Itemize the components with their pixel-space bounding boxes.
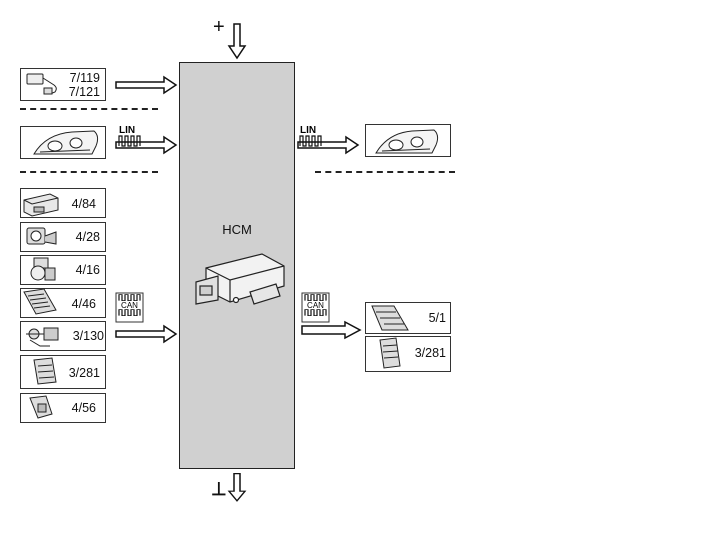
lin-bus-icon: LIN	[299, 125, 322, 147]
divider-left-2	[20, 171, 158, 173]
can-module-code: 4/28	[75, 230, 100, 244]
can-bus-label: CAN	[121, 301, 138, 310]
ground-arrow-icon	[228, 472, 246, 502]
ignition-switch-icon	[30, 257, 56, 281]
lin-bus-label: LIN	[119, 125, 135, 136]
output-module-box	[365, 336, 451, 372]
supply-arrow-icon	[228, 23, 246, 59]
output-module-code: 5/1	[428, 311, 446, 325]
module-icon	[29, 395, 53, 419]
can-arrow-icon	[115, 325, 177, 343]
can-module-code: 3/281	[68, 366, 100, 380]
lin-output-arrow-icon	[297, 136, 359, 154]
sensor-icon	[26, 227, 57, 245]
output-module-code: 3/281	[414, 346, 446, 360]
switch-panel-icon	[379, 337, 401, 369]
switch-panel-icon	[33, 357, 57, 385]
can-module-code: 4/16	[75, 263, 100, 277]
divider-left-1	[20, 108, 158, 110]
switch-code-2: 7/121	[68, 85, 100, 99]
divider-right-1	[315, 171, 455, 173]
can-bus-label: CAN	[307, 301, 324, 310]
can-module-code: 4/56	[71, 401, 96, 415]
switch-code-1: 7/119	[69, 71, 100, 85]
control-module-icon	[195, 253, 285, 305]
headlamp-icon	[375, 129, 439, 154]
can-module-code: 4/84	[71, 197, 96, 211]
can-bus-icon: CAN	[115, 292, 144, 323]
can-module-code: 3/130	[72, 329, 104, 343]
headlamp-icon	[33, 130, 99, 155]
steering-switch-icon	[26, 327, 59, 347]
can-module-code: 4/46	[71, 297, 96, 311]
control-unit-icon	[23, 193, 59, 217]
hcm-label: HCM	[222, 222, 252, 237]
switch-icon	[26, 73, 57, 95]
switch-box	[20, 68, 106, 101]
can-bus-icon: CAN	[301, 292, 330, 323]
control-panel-icon	[23, 288, 57, 315]
positive-supply-symbol: +	[213, 16, 225, 38]
lin-bus-label: LIN	[300, 125, 316, 136]
lin-bus-icon: LIN	[118, 125, 141, 147]
can-output-arrow-icon	[301, 320, 362, 340]
ground-supply-symbol: ⊥	[211, 479, 227, 499]
lamp-switch-icon	[371, 305, 409, 331]
input-arrow-icon	[115, 76, 177, 94]
